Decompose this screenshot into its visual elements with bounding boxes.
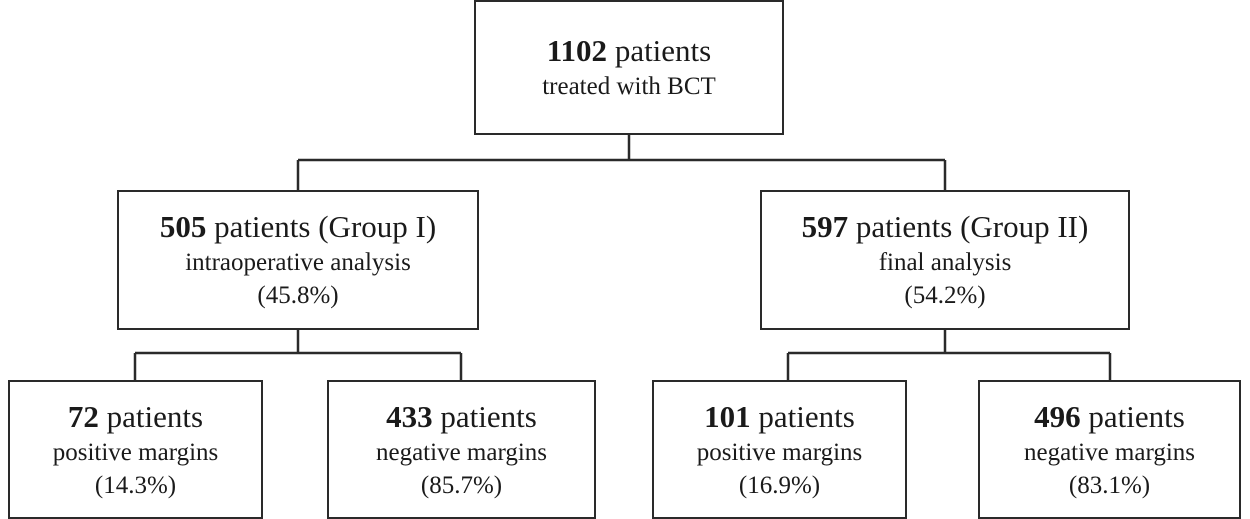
group1-positive-unit: patients [106,398,204,434]
group1-negative-node-box: 433 patients negative margins (85.7%) [327,380,596,519]
root-node-description: treated with BCT [542,73,716,100]
group1-node-box: 505 patients (Group I) intraoperative an… [117,190,479,330]
group2-negative-heading: 496 patients [1034,398,1185,436]
group2-node-percentage: (54.2%) [904,282,986,309]
group2-negative-count: 496 [1034,398,1081,434]
group2-positive-unit: patients [758,398,855,434]
group2-positive-description: positive margins [696,438,863,466]
group2-negative-description: negative margins [1023,438,1196,466]
group2-positive-node-box: 101 patients positive margins (16.9%) [652,380,907,519]
group1-negative-count: 433 [386,398,433,434]
group2-node-description: final analysis [878,249,1012,276]
group1-positive-percentage: (14.3%) [94,471,177,499]
group2-positive-heading: 101 patients [704,398,855,436]
group1-node-description: intraoperative analysis [185,249,411,276]
group1-negative-unit: patients [440,398,537,434]
group1-negative-percentage: (85.7%) [420,471,503,499]
group1-node-percentage: (45.8%) [257,282,339,309]
group1-node-unit: patients (Group I) [214,209,437,244]
group2-negative-node-box: 496 patients negative margins (83.1%) [978,380,1241,519]
group1-negative-heading: 433 patients [386,398,537,436]
group1-positive-count: 72 [67,398,99,434]
group2-node-box: 597 patients (Group II) final analysis (… [760,190,1130,330]
root-node-heading: 1102 patients [547,32,711,70]
group2-node-unit: patients (Group II) [855,209,1089,244]
group2-positive-percentage: (16.9%) [738,471,821,499]
group1-positive-heading: 72 patients [68,398,203,436]
group2-node-count: 597 [801,209,849,244]
root-node-unit: patients [614,33,712,68]
group1-negative-description: negative margins [375,438,548,466]
group1-positive-description: positive margins [52,438,219,466]
root-node-box: 1102 patients treated with BCT [474,0,784,135]
group2-negative-unit: patients [1088,398,1185,434]
group2-node-heading: 597 patients (Group II) [802,208,1089,246]
group1-node-heading: 505 patients (Group I) [160,208,436,246]
root-node-count: 1102 [546,33,608,68]
group1-node-count: 505 [159,209,207,244]
group2-negative-percentage: (83.1%) [1068,471,1151,499]
group2-positive-count: 101 [704,398,751,434]
group1-positive-node-box: 72 patients positive margins (14.3%) [8,380,263,519]
